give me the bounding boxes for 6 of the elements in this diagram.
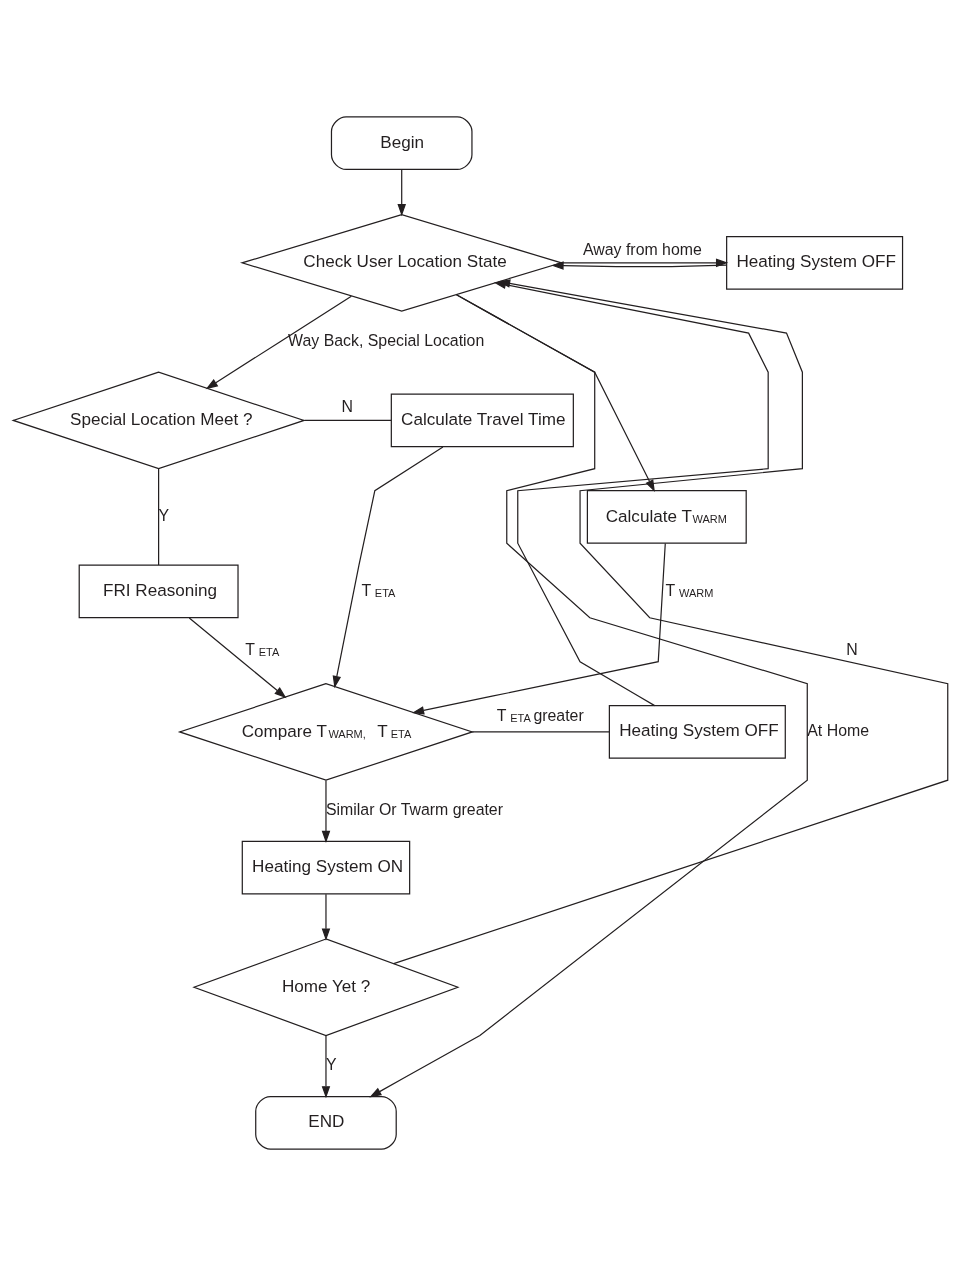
edge-label: Similar Or Twarm greater bbox=[325, 800, 503, 818]
edge-label: Y bbox=[158, 506, 170, 524]
edge-label: Away from home bbox=[583, 240, 702, 258]
edge-label: N bbox=[341, 397, 354, 415]
edge-label: Way Back, Special Location bbox=[288, 331, 485, 349]
edge-label: N bbox=[846, 640, 858, 658]
